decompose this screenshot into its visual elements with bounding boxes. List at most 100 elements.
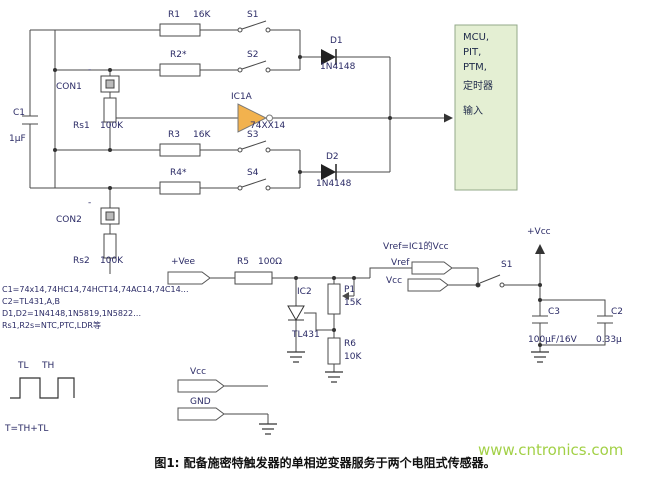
note-line-4: Rs1,R2s=NTC,PTC,LDR等 bbox=[2, 321, 101, 330]
resistor-r4 bbox=[159, 181, 201, 195]
label-vcc-mid: Vcc bbox=[386, 276, 403, 286]
label-con1-minus: - bbox=[88, 65, 92, 75]
tag-gnd bbox=[177, 407, 225, 421]
label-p1: P1 bbox=[344, 285, 356, 295]
potentiometer-p1 bbox=[327, 283, 341, 315]
label-s3: S3 bbox=[247, 130, 259, 140]
label-r1: R1 bbox=[168, 10, 180, 20]
label-r6: R6 bbox=[344, 339, 356, 349]
mcu-box bbox=[454, 24, 518, 191]
tag-vref bbox=[411, 261, 453, 275]
label-tl: TL bbox=[18, 361, 29, 371]
mcu-box-line2: PIT, bbox=[463, 47, 482, 58]
resistors bbox=[103, 23, 341, 365]
net-tags bbox=[167, 261, 453, 421]
label-d2: D2 bbox=[326, 152, 339, 162]
label-c1-value: 1µF bbox=[9, 134, 26, 144]
label-d2-value: 1N4148 bbox=[316, 179, 352, 189]
label-con2-minus: - bbox=[88, 198, 92, 208]
label-r3-value: 16K bbox=[193, 130, 211, 140]
tag-vcc-mid bbox=[407, 278, 449, 292]
diode-d1 bbox=[321, 49, 337, 65]
label-s2: S2 bbox=[247, 50, 259, 60]
label-vee: +Vee bbox=[171, 257, 196, 267]
note-line-2: C2=TL431,A,B bbox=[2, 297, 61, 306]
label-r4: R4* bbox=[170, 168, 187, 178]
switch-s4 bbox=[237, 178, 271, 191]
label-s1-top: S1 bbox=[247, 10, 259, 20]
switches bbox=[237, 20, 505, 288]
inverter-ic1a bbox=[237, 103, 273, 133]
label-c3-value: 100µF/16V bbox=[528, 335, 577, 345]
label-d1: D1 bbox=[330, 36, 343, 46]
label-s4: S4 bbox=[247, 168, 259, 178]
label-d1-value: 1N4148 bbox=[320, 62, 356, 72]
resistor-rs1 bbox=[103, 97, 117, 123]
label-gnd: GND bbox=[190, 397, 211, 407]
resistor-r1 bbox=[159, 23, 201, 37]
timing-waveform bbox=[10, 377, 75, 399]
ground-icon bbox=[325, 371, 343, 383]
label-r3: R3 bbox=[168, 130, 180, 140]
resistor-r3 bbox=[159, 143, 201, 157]
watermark-url: www.cntronics.com bbox=[478, 441, 624, 459]
ground-icon bbox=[287, 351, 305, 363]
label-c2-value: 0.33µ bbox=[596, 335, 622, 345]
label-p1-value: 15K bbox=[344, 298, 362, 308]
connectors bbox=[100, 75, 120, 225]
label-th: TH bbox=[42, 361, 55, 371]
label-period-equation: T=TH+TL bbox=[5, 424, 49, 434]
label-rs2: Rs2 bbox=[73, 256, 90, 266]
p1-wiper-arrow-icon bbox=[342, 292, 349, 300]
label-con2: CON2 bbox=[56, 215, 82, 225]
label-c3: C3 bbox=[548, 307, 561, 317]
label-con1: CON1 bbox=[56, 82, 82, 92]
figure-caption: 图1: 配备施密特触发器的单相逆变器服务于两个电阻式传感器。 bbox=[154, 456, 496, 470]
mcu-box-line5: 输入 bbox=[463, 106, 483, 117]
label-ic1a: IC1A bbox=[231, 92, 252, 102]
switch-s2 bbox=[237, 60, 271, 73]
switch-s1-right bbox=[475, 274, 505, 288]
connector-con1 bbox=[100, 75, 120, 93]
label-rs1: Rs1 bbox=[73, 121, 90, 131]
resistor-r5 bbox=[234, 271, 273, 285]
tag-vee bbox=[167, 271, 211, 285]
label-vref-equation: Vref=IC1的Vcc bbox=[383, 242, 449, 252]
label-ic2-value: TL431 bbox=[292, 330, 320, 340]
label-vcc-bottom: Vcc bbox=[190, 367, 207, 377]
label-ic1a-value: 74XX14 bbox=[250, 121, 286, 131]
label-r5-value: 100Ω bbox=[258, 257, 283, 267]
ground-icon bbox=[531, 351, 549, 363]
mcu-box-line1: MCU, bbox=[463, 32, 490, 43]
label-vcc-plus: +Vcc bbox=[527, 227, 551, 237]
resistor-r6 bbox=[327, 337, 341, 365]
switch-s3 bbox=[237, 140, 271, 153]
resistor-r2 bbox=[159, 63, 201, 77]
ground-icon bbox=[259, 423, 277, 435]
inverter-bubble-icon bbox=[266, 114, 273, 122]
junction-dots bbox=[53, 55, 542, 347]
note-line-1: C1=74x14,74HC14,74HCT14,74AC14,74C14… bbox=[2, 285, 189, 294]
switch-s1-top bbox=[237, 20, 271, 33]
tl431-ic2 bbox=[287, 305, 305, 322]
label-r6-value: 10K bbox=[344, 352, 362, 362]
label-vref: Vref bbox=[391, 258, 410, 268]
tag-vcc-bottom bbox=[177, 379, 225, 393]
label-r2: R2* bbox=[170, 50, 187, 60]
label-rs2-value: 100K bbox=[100, 256, 124, 266]
resistor-rs2 bbox=[103, 233, 117, 259]
mcu-box-line3: PTM, bbox=[463, 62, 487, 73]
vcc-arrow-icon bbox=[535, 244, 545, 254]
label-rs1-value: 100K bbox=[100, 121, 124, 131]
diode-d2 bbox=[321, 164, 337, 180]
label-c1: C1 bbox=[13, 108, 26, 118]
label-ic2: IC2 bbox=[297, 287, 312, 297]
label-c2: C2 bbox=[611, 307, 624, 317]
ground-symbols bbox=[259, 351, 549, 435]
label-r1-value: 16K bbox=[193, 10, 211, 20]
note-line-3: D1,D2=1N4148,1N5819,1N5822… bbox=[2, 309, 142, 318]
connector-con2 bbox=[100, 207, 120, 225]
signal-arrow-icon bbox=[444, 113, 453, 123]
